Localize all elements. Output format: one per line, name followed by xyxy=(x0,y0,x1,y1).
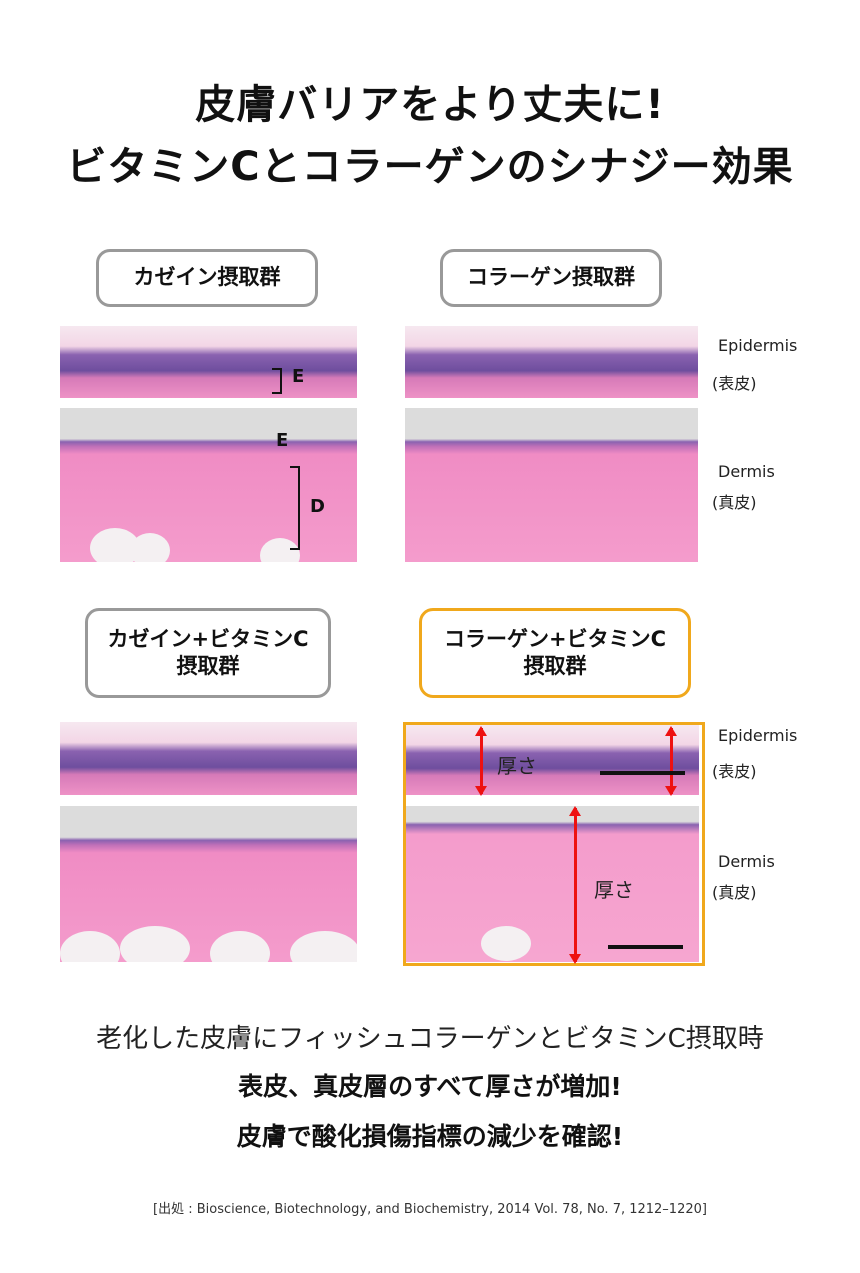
dermis-image-collagen-vitc xyxy=(406,806,699,962)
highlight-frame xyxy=(403,722,705,966)
dermis-image-collagen xyxy=(405,408,698,562)
side-epidermis-jp-top: (表皮) xyxy=(712,374,757,393)
thickness-label-epidermis: 厚さ xyxy=(497,754,537,778)
e-label: E xyxy=(292,366,305,387)
epidermis-image-casein-vitc xyxy=(60,722,357,795)
e-label-dermis: E xyxy=(276,430,289,451)
title-line-1: 皮膚バリアをより丈夫に! xyxy=(195,82,665,128)
d-label: D xyxy=(310,496,325,517)
epidermis-image-collagen xyxy=(405,326,698,398)
dermis-image-casein-vitc xyxy=(60,806,357,962)
title-line-2: ビタミンCとコラーゲンのシナジー効果 xyxy=(66,144,794,190)
side-epidermis-top: Epidermis xyxy=(718,336,798,355)
side-epidermis-bottom: Epidermis xyxy=(718,726,798,745)
dermis-image-casein xyxy=(60,408,357,562)
side-dermis-jp-bottom: (真皮) xyxy=(712,883,757,902)
thickness-arrow-epidermis-right xyxy=(665,726,677,796)
side-dermis-jp-top: (真皮) xyxy=(712,493,757,512)
scale-bar-dermis xyxy=(608,945,683,949)
label-casein: カゼイン摂取群 xyxy=(96,249,318,307)
epidermis-image-collagen-vitc xyxy=(406,725,699,795)
label-collagen: コラーゲン摂取群 xyxy=(440,249,662,307)
citation: [出処 : Bioscience, Biotechnology, and Bio… xyxy=(153,1202,707,1217)
side-dermis-top: Dermis xyxy=(718,462,775,481)
thickness-arrow-dermis xyxy=(569,806,581,964)
e-bracket xyxy=(272,368,282,394)
side-epidermis-jp-bottom: (表皮) xyxy=(712,762,757,781)
label-casein-vitc: カゼイン+ビタミンC 摂取群 xyxy=(85,608,331,698)
summary-line-2: 表皮、真皮層のすべて厚さが増加! xyxy=(238,1072,622,1101)
epidermis-image-casein xyxy=(60,326,357,398)
d-bracket xyxy=(290,466,300,550)
thickness-label-dermis: 厚さ xyxy=(594,878,634,902)
scale-bar-epidermis xyxy=(600,771,685,775)
thickness-arrow-epidermis-left xyxy=(475,726,487,796)
summary-line-1: 老化した皮膚にフィッシュコラーゲンとビタミンC摂取時 xyxy=(96,1024,764,1054)
summary-line-3: 皮膚で酸化損傷指標の減少を確認! xyxy=(236,1122,624,1151)
label-collagen-vitc: コラーゲン+ビタミンC 摂取群 xyxy=(419,608,691,698)
side-dermis-bottom: Dermis xyxy=(718,852,775,871)
